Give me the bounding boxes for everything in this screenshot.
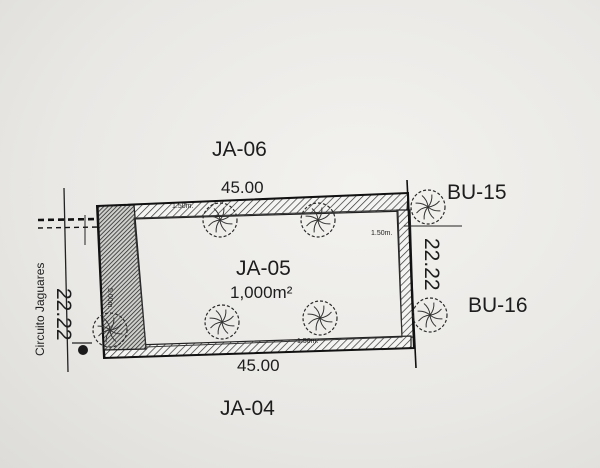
east-boundary-line [406,179,417,369]
tree-icon [92,312,128,348]
dimension-top-label: 45.00 [221,178,264,197]
dimension-right-label: 22.22 [420,238,443,291]
setback-right-label: 1.50m. [371,230,393,237]
neighbor-east-top-label: BU-15 [447,181,507,204]
lot-boundary [95,191,416,360]
tree-icon [204,304,240,340]
axis-dashed-line [37,217,101,222]
street-edge-line [63,187,69,373]
neighbor-south-label: JA-04 [220,397,275,420]
neighbor-east-bottom-label: BU-16 [468,294,528,317]
dimension-left-label: 22.22 [52,288,75,341]
street-name-label: Circuito Jaguares [33,262,47,356]
tree-icon [302,300,338,336]
lot-id-label: JA-05 [236,257,291,280]
tree-icon [202,202,238,238]
setback-strip-left [97,204,147,351]
lot-area-label: 1,000m² [230,283,293,302]
setback-strip-top [96,192,409,221]
tree-icon [412,297,448,333]
setback-left-label: 5.00m. [106,288,113,310]
setback-bottom-label: 1.50m. [297,338,319,345]
setback-top-label: 1.50m. [172,203,194,210]
marker-icon [78,345,88,355]
axis-dashed-line [37,226,101,229]
tree-group [92,189,448,348]
buildable-area-boundary [133,209,403,348]
dimension-bottom-label: 45.00 [237,356,280,375]
tree-icon [410,189,446,225]
tree-icon [300,202,336,238]
neighbor-north-label: JA-06 [212,138,267,161]
